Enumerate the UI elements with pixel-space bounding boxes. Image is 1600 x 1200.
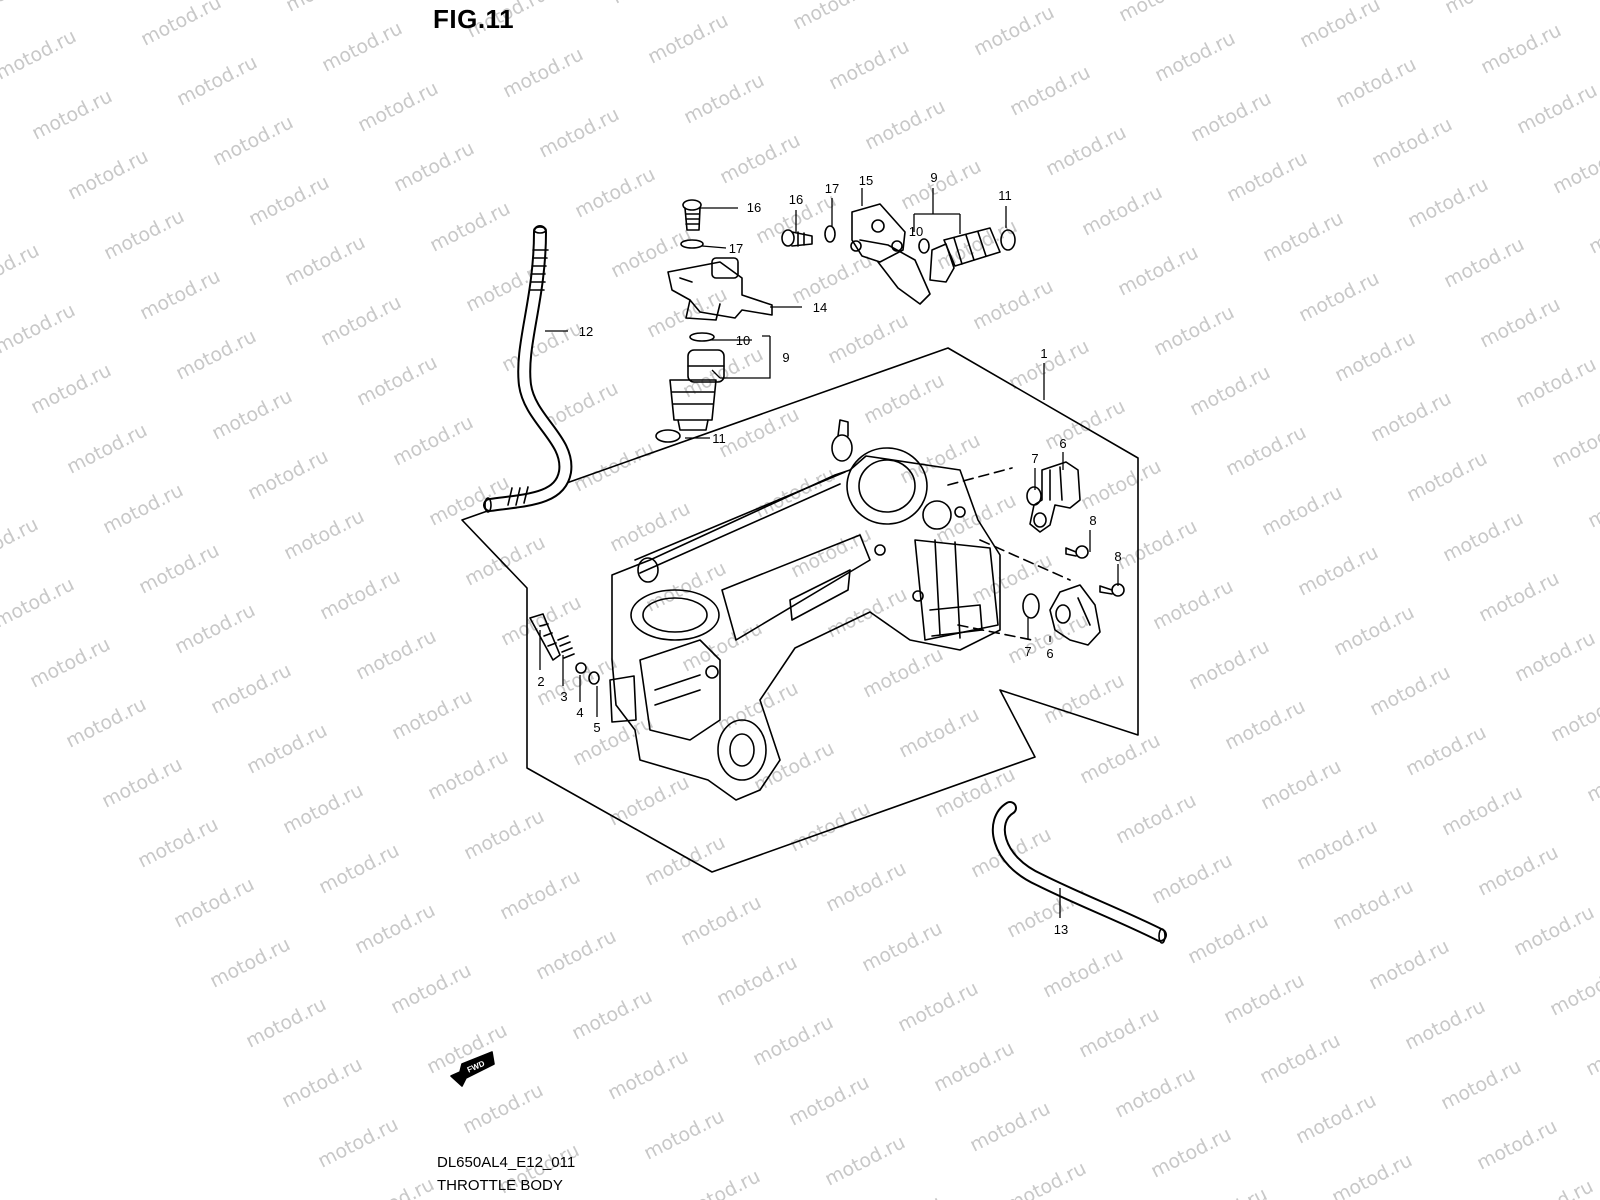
- callout-label-16a: 16: [747, 200, 761, 215]
- callout-label-11b: 11: [712, 431, 726, 446]
- diagram-code: DL650AL4_E12_011: [437, 1154, 576, 1171]
- callout-label-16b: 16: [789, 192, 803, 207]
- figure-title: FIG.11: [433, 4, 515, 34]
- callout-label-6b: 6: [1046, 646, 1053, 661]
- fwd-arrow-icon: [450, 1051, 495, 1087]
- callout-label-12: 12: [579, 324, 593, 339]
- oring-10-right-shape: [918, 238, 930, 254]
- bolt-16-right-shape: [781, 229, 813, 247]
- hose-13-shape: [991, 801, 1167, 944]
- callout-label-10a: 10: [909, 224, 923, 239]
- sensor-6-bottom-shape: [1049, 584, 1101, 646]
- callout-label-15: 15: [859, 173, 873, 188]
- fuel-rail-15-shape: [850, 203, 931, 305]
- sensor-6-top-shape: [1029, 461, 1081, 533]
- injector-9-right-shape: [929, 227, 1001, 283]
- screw-8-bottom-shape: [1099, 583, 1125, 597]
- hidden-line-2: [957, 624, 1033, 641]
- screw-8-top-shape: [1065, 545, 1089, 559]
- oring-10-left-shape: [689, 332, 715, 342]
- throttle-body-1-shape: [609, 419, 1001, 801]
- assembly-frame: [461, 347, 1139, 873]
- cap-11-left-shape: [655, 429, 681, 443]
- callout-label-4: 4: [576, 705, 583, 720]
- oring-5-shape: [588, 671, 600, 685]
- fuel-rail-14-shape: [667, 257, 773, 321]
- callout-label-17b: 17: [825, 181, 839, 196]
- hose-12-shape: [483, 225, 573, 513]
- callout-label-9b: 9: [782, 350, 789, 365]
- hidden-line-3: [947, 467, 1013, 486]
- callout-label-11a: 11: [998, 188, 1012, 203]
- diagram-caption: THROTTLE BODY: [437, 1177, 563, 1194]
- washer-17-left-shape: [680, 239, 704, 249]
- washer-17-right-shape: [824, 225, 836, 243]
- callout-label-17a: 17: [729, 241, 743, 256]
- callout-label-2: 2: [537, 674, 544, 689]
- callout-label-7a: 7: [1031, 451, 1038, 466]
- callout-label-5: 5: [593, 720, 600, 735]
- callout-label-14: 14: [813, 300, 827, 315]
- callout-label-7b: 7: [1024, 644, 1031, 659]
- injector-9-left-shape: [669, 349, 725, 431]
- washer-4-shape: [575, 662, 587, 674]
- callout-label-9a: 9: [930, 170, 937, 185]
- callout-label-6a: 6: [1059, 436, 1066, 451]
- callout-label-10b: 10: [736, 333, 750, 348]
- oring-7-bottom-shape: [1022, 593, 1040, 619]
- callout-label-8b: 8: [1114, 549, 1121, 564]
- bolt-16-left-shape: [682, 199, 702, 231]
- callout-label-3: 3: [560, 689, 567, 704]
- spring-3-shape: [557, 635, 575, 659]
- callout-label-13: 13: [1054, 922, 1068, 937]
- callout-label-8a: 8: [1089, 513, 1096, 528]
- hidden-line-1: [979, 539, 1071, 581]
- cap-11-right-shape: [1000, 229, 1016, 251]
- callout-label-1: 1: [1040, 346, 1047, 361]
- screw-2-shape: [529, 613, 561, 661]
